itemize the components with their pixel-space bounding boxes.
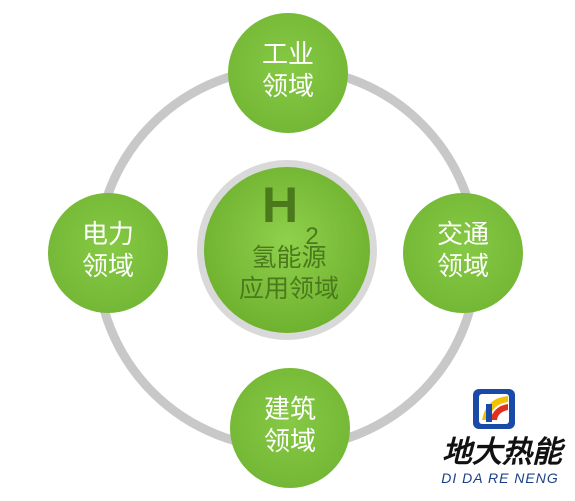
center-circle: H 2 氢能源 应用领域: [197, 160, 377, 340]
node-power-line1: 电力: [82, 220, 134, 250]
node-building-line2: 领域: [264, 427, 316, 457]
node-industry-line2: 领域: [262, 72, 314, 102]
logo-name-en: DI DA RE NENG: [441, 470, 559, 486]
node-transport: 交通 领域: [403, 193, 523, 313]
company-logo: 地大热能 DI DA RE NENG: [441, 389, 566, 486]
node-building-line1: 建筑: [264, 395, 316, 425]
node-building: 建筑 领域: [230, 368, 350, 488]
logo-name-cn: 地大热能: [442, 435, 566, 470]
center-formula-subscript: 2: [305, 223, 318, 250]
node-transport-line2: 领域: [437, 252, 489, 282]
node-industry: 工业 领域: [228, 13, 348, 133]
center-line1: 氢能源: [251, 243, 326, 272]
center-formula-letter: H: [262, 177, 298, 233]
logo-emblem-icon: [473, 389, 515, 429]
center-line2: 应用领域: [239, 274, 339, 303]
node-power: 电力 领域: [48, 193, 168, 313]
node-power-line2: 领域: [82, 252, 134, 282]
node-transport-line1: 交通: [437, 220, 489, 250]
node-industry-line1: 工业: [262, 40, 314, 70]
